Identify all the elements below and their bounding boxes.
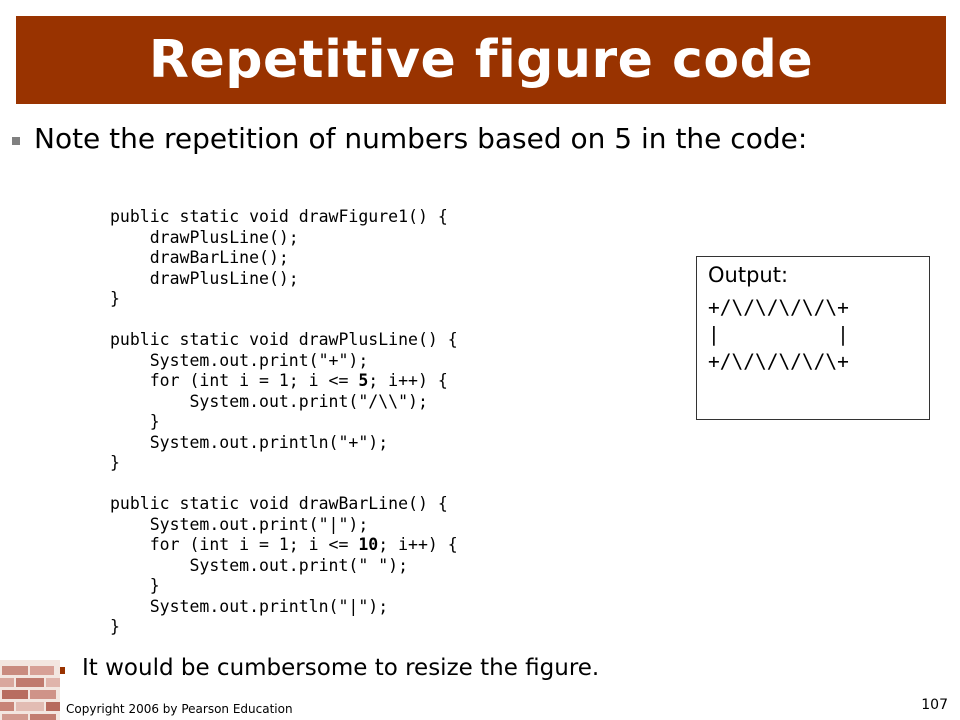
code-line: }: [110, 453, 458, 474]
code-highlighted-number: 10: [358, 535, 379, 554]
output-line: +/\/\/\/\/\+: [708, 296, 849, 319]
title-bar: Repetitive figure code: [16, 16, 946, 104]
slide-title: Repetitive figure code: [148, 30, 814, 90]
copyright-footer: Copyright 2006 by Pearson Education: [66, 702, 293, 716]
code-line: System.out.print("/\\");: [110, 392, 458, 413]
code-segment: System.out.print(" ");: [110, 555, 409, 575]
code-line: System.out.println("+");: [110, 433, 458, 454]
code-line: }: [110, 289, 458, 310]
output-box: Output: +/\/\/\/\/\+ | | +/\/\/\/\/\+: [696, 256, 930, 420]
code-line: System.out.print("+");: [110, 351, 458, 372]
code-line: public static void drawBarLine() {: [110, 494, 458, 515]
code-line: drawPlusLine();: [110, 228, 458, 249]
main-bullet: Note the repetition of numbers based on …: [12, 122, 807, 155]
code-segment: drawBarLine();: [110, 248, 289, 267]
code-line: System.out.println("|");: [110, 597, 458, 618]
code-line: }: [110, 412, 458, 433]
code-line: drawBarLine();: [110, 248, 458, 269]
code-segment: public static void drawBarLine() {: [110, 494, 448, 513]
output-label: Output:: [708, 263, 789, 287]
code-block: public static void drawFigure1() { drawP…: [110, 207, 458, 638]
code-line: }: [110, 576, 458, 597]
code-segment: }: [110, 289, 120, 308]
code-segment: System.out.println("|");: [110, 596, 389, 616]
code-line: for (int i = 1; i <= 10; i++) {: [110, 535, 458, 556]
code-line: for (int i = 1; i <= 5; i++) {: [110, 371, 458, 392]
code-segment: drawPlusLine();: [110, 227, 299, 247]
code-segment: public static void drawFigure1() {: [110, 207, 448, 226]
code-segment: System.out.print("|");: [110, 514, 369, 534]
code-line: System.out.print(" ");: [110, 556, 458, 577]
page-number: 107: [921, 697, 948, 713]
code-segment: }: [110, 412, 160, 431]
code-segment: System.out.println("+");: [110, 432, 389, 452]
code-segment: }: [110, 453, 120, 472]
sub-bullet-text: It would be cumbersome to resize the fig…: [82, 655, 600, 681]
code-segment: System.out.print("/\\");: [110, 391, 428, 411]
code-line: }: [110, 617, 458, 638]
code-segment: public static void drawPlusLine() {: [110, 330, 458, 349]
code-line: [110, 310, 458, 331]
output-line: +/\/\/\/\/\+: [708, 350, 849, 373]
bullet-marker: [12, 136, 20, 145]
code-line: System.out.print("|");: [110, 515, 458, 536]
brick-wall-decoration: [0, 660, 60, 720]
code-segment: ; i++) {: [378, 535, 458, 554]
code-line: public static void drawPlusLine() {: [110, 330, 458, 351]
code-segment: ; i++) {: [368, 371, 448, 390]
output-line: | |: [708, 323, 849, 346]
code-segment: for (int i = 1; i <=: [110, 371, 359, 390]
output-lines: +/\/\/\/\/\+ | | +/\/\/\/\/\+: [708, 294, 929, 375]
code-segment: System.out.print("+");: [110, 350, 369, 370]
sub-bullet-marker: [58, 666, 65, 674]
sub-bullet: It would be cumbersome to resize the fig…: [58, 655, 599, 681]
code-line: drawPlusLine();: [110, 269, 458, 290]
code-segment: for (int i = 1; i <=: [110, 535, 359, 554]
main-bullet-text: Note the repetition of numbers based on …: [34, 122, 808, 155]
code-line: [110, 474, 458, 495]
code-line: public static void drawFigure1() {: [110, 207, 458, 228]
code-highlighted-number: 5: [358, 371, 369, 390]
code-segment: }: [110, 576, 160, 595]
code-segment: }: [110, 617, 120, 636]
code-segment: drawPlusLine();: [110, 268, 299, 288]
